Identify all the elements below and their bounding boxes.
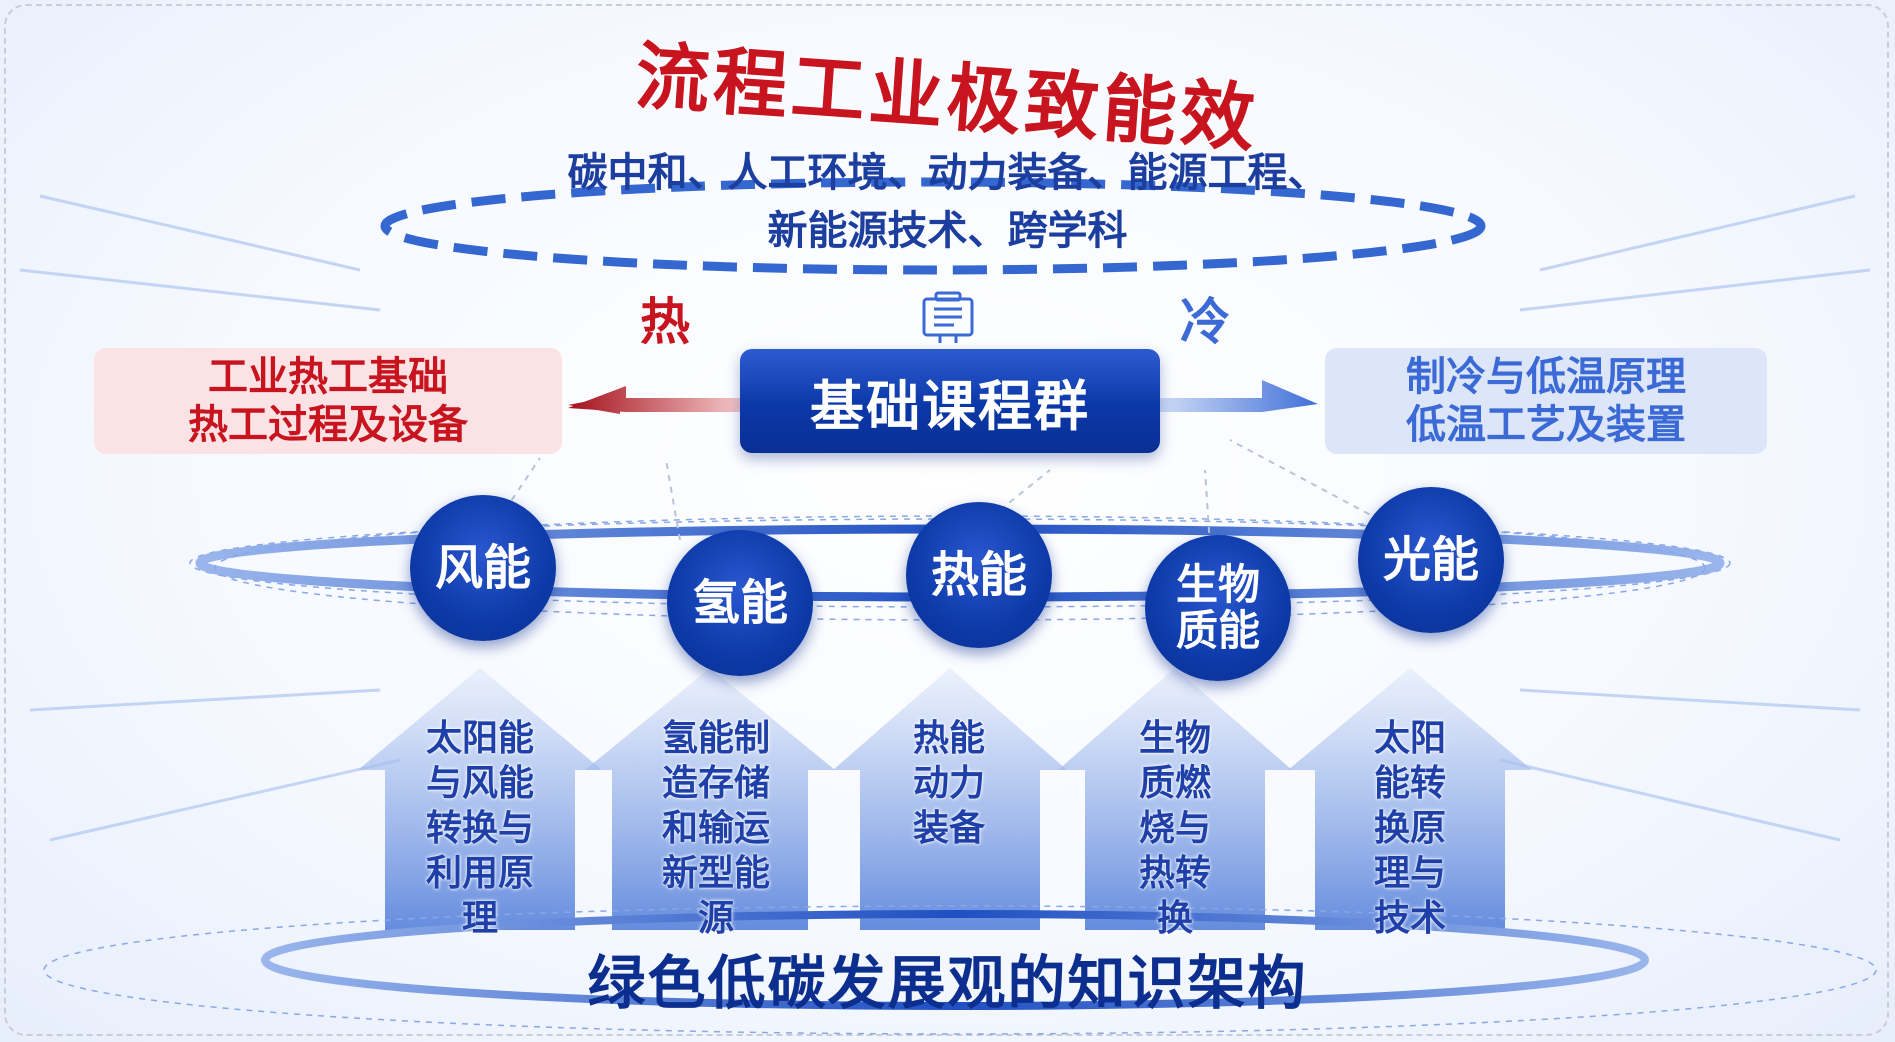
course-line: 装备 bbox=[912, 808, 985, 849]
subtitle-line-2: 新能源技术、跨学科 bbox=[767, 208, 1128, 254]
course-column-solar: 太阳 能转 换原 理与 技术 bbox=[1335, 716, 1485, 941]
course-line: 源 bbox=[697, 898, 734, 939]
course-line: 热能 bbox=[912, 718, 985, 759]
light-rays bbox=[19, 194, 1871, 842]
top-dashed-ellipse bbox=[380, 177, 1486, 275]
dashed-frame bbox=[4, 4, 1889, 1036]
course-line: 换原 bbox=[1373, 808, 1446, 849]
course-line: 理 bbox=[461, 898, 498, 939]
subtitle-line-1: 碳中和、人工环境、动力装备、能源工程、 bbox=[567, 150, 1328, 196]
energy-biomass-label-2: 质能 bbox=[1175, 606, 1260, 655]
course-line: 能转 bbox=[1373, 763, 1446, 804]
course-line: 太阳能 bbox=[425, 718, 534, 759]
energy-wind: 风能 bbox=[410, 495, 556, 641]
energy-hydrogen-label: 氢能 bbox=[691, 575, 788, 631]
course-line: 质燃 bbox=[1138, 763, 1211, 804]
course-line: 和输运 bbox=[661, 808, 770, 849]
bottom-title: 绿色低碳发展观的知识架构 bbox=[587, 949, 1308, 1017]
core-course-hub: 基础课程群 bbox=[740, 349, 1160, 453]
energy-solar-label: 光能 bbox=[1382, 532, 1479, 588]
arrow-hot-body bbox=[568, 386, 740, 412]
hot-course-box: 工业热工基础 热工过程及设备 bbox=[94, 348, 562, 454]
course-column-hydrogen: 氢能制 造存储 和输运 新型能 源 bbox=[641, 716, 791, 941]
course-line: 技术 bbox=[1373, 898, 1446, 939]
course-line: 转换与 bbox=[425, 808, 534, 849]
course-line: 动力 bbox=[912, 763, 985, 804]
energy-biomass: 生物 质能 bbox=[1145, 535, 1291, 681]
dashed-connectors bbox=[504, 439, 1381, 546]
upward-arrows bbox=[358, 668, 1532, 930]
course-column-biomass: 生物 质燃 烧与 热转 换 bbox=[1100, 716, 1250, 941]
course-line: 与风能 bbox=[425, 763, 534, 804]
course-line: 理与 bbox=[1373, 853, 1446, 894]
hot-label: 热 bbox=[640, 293, 690, 351]
energy-hydrogen: 氢能 bbox=[667, 530, 813, 676]
arrow-to-cold bbox=[1160, 380, 1318, 412]
cold-course-1: 制冷与低温原理 bbox=[1406, 354, 1686, 400]
bottom-orbit bbox=[43, 905, 1877, 1035]
monitor-icon bbox=[922, 291, 974, 343]
course-line: 氢能制 bbox=[661, 718, 770, 759]
course-column-thermal: 热能 动力 装备 bbox=[874, 716, 1024, 851]
course-column-wind: 太阳能 与风能 转换与 利用原 理 bbox=[405, 716, 555, 941]
course-line: 生物 bbox=[1138, 718, 1211, 759]
cold-label: 冷 bbox=[1180, 293, 1230, 351]
energy-biomass-label-1: 生物 bbox=[1175, 560, 1260, 609]
energy-thermal-label: 热能 bbox=[930, 547, 1027, 603]
course-line: 热转 bbox=[1138, 853, 1211, 894]
hot-course-2: 热工过程及设备 bbox=[188, 402, 468, 448]
energy-solar: 光能 bbox=[1358, 487, 1504, 633]
hot-course-1: 工业热工基础 bbox=[208, 354, 448, 400]
course-line: 造存储 bbox=[661, 763, 770, 804]
energy-thermal: 热能 bbox=[906, 502, 1052, 648]
course-line: 烧与 bbox=[1138, 808, 1211, 849]
course-line: 新型能 bbox=[661, 853, 770, 894]
course-line: 太阳 bbox=[1373, 718, 1446, 759]
course-line: 换 bbox=[1156, 898, 1193, 939]
course-line: 利用原 bbox=[425, 853, 534, 894]
cold-course-box: 制冷与低温原理 低温工艺及装置 bbox=[1325, 348, 1767, 454]
energy-wind-label: 风能 bbox=[434, 540, 531, 596]
cold-course-2: 低温工艺及装置 bbox=[1406, 402, 1686, 448]
